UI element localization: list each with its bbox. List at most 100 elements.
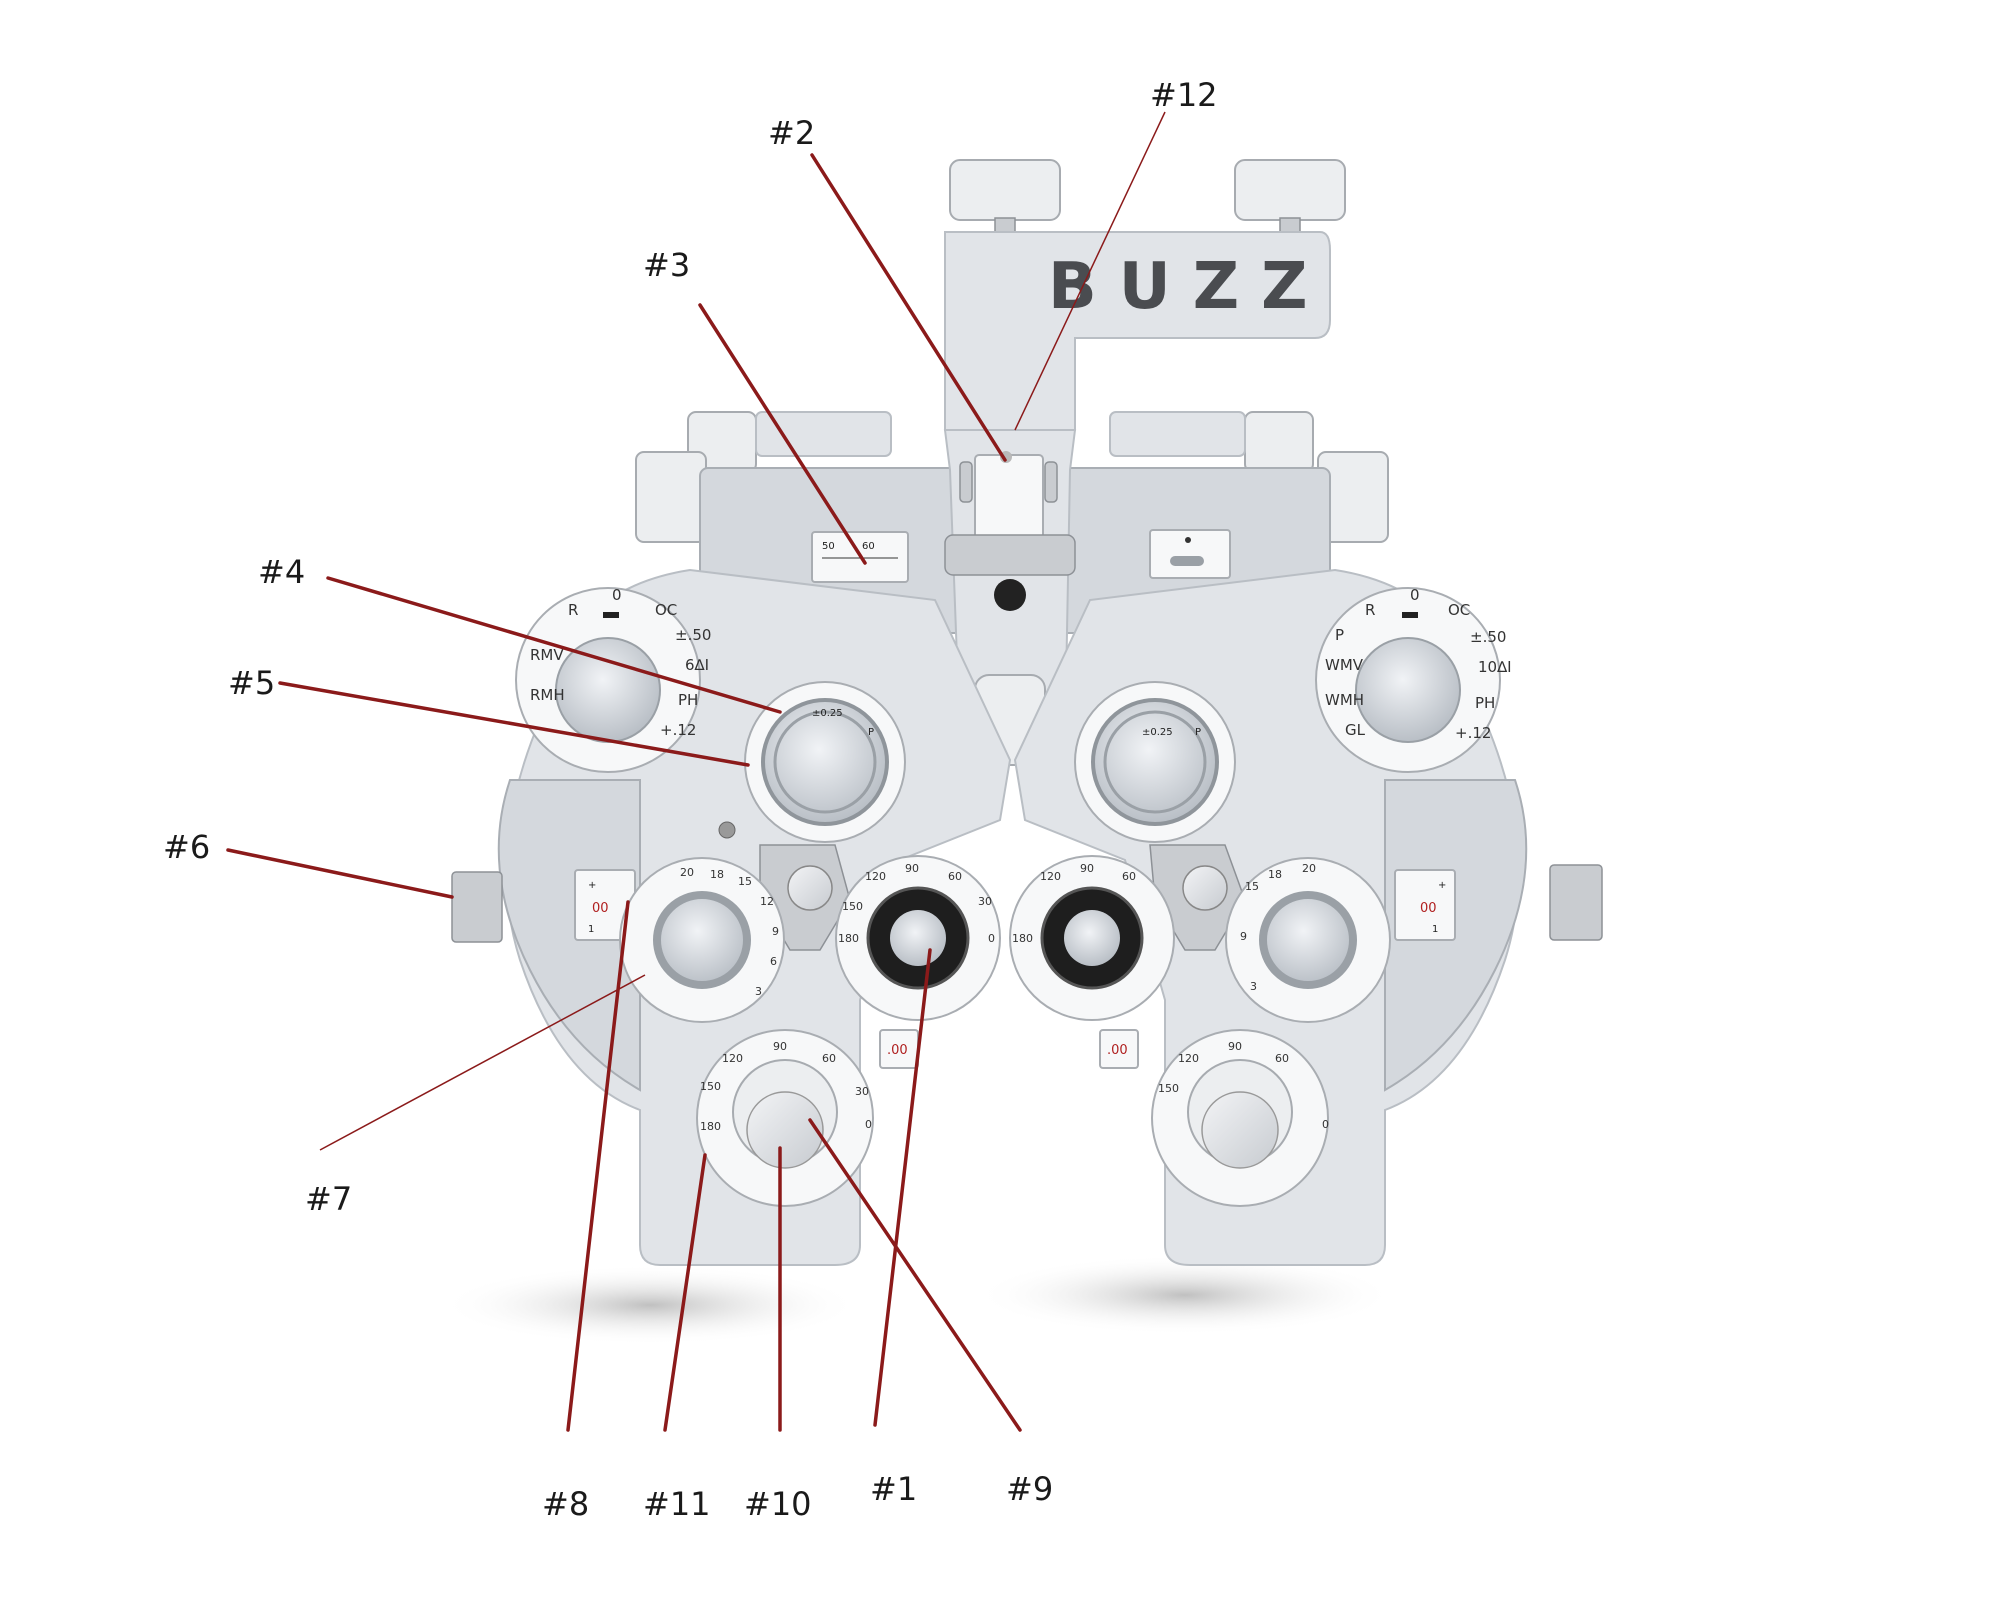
right-side-value: 00 — [1420, 901, 1437, 916]
right-axis-dial[interactable]: 90 60 120 180 — [1009, 855, 1175, 1021]
rax-90: 90 — [1080, 862, 1094, 875]
left-aux-oc: OC — [655, 601, 677, 619]
right-aux-r: R — [1365, 601, 1375, 619]
callout-12: #12 — [1150, 76, 1218, 114]
lax-0: 0 — [988, 932, 995, 945]
rcyl-9: 9 — [1240, 930, 1247, 943]
rcyl-20: 20 — [1302, 862, 1316, 875]
callout-7: #7 — [305, 1180, 352, 1218]
lax-180: 180 — [838, 932, 859, 945]
left-aux-12: +.12 — [660, 721, 696, 739]
left-aux-r: R — [568, 601, 578, 619]
left-aux-0: 0 — [612, 586, 622, 604]
lcyl-6: 6 — [770, 955, 777, 968]
lcyl-15: 15 — [738, 875, 752, 888]
lcyl-18: 18 — [710, 868, 724, 881]
callout-1: #1 — [870, 1470, 917, 1508]
right-sphere-window — [1099, 1029, 1139, 1069]
right-sphere-lens-aperture[interactable]: ±0.25 P — [1074, 681, 1236, 843]
left-lens-label: ±0.25 — [812, 708, 843, 719]
left-shadow — [440, 1265, 860, 1345]
top-left-knob[interactable] — [949, 159, 1061, 221]
left-aux-rmv: RMV — [530, 646, 564, 664]
top-right-knob[interactable] — [1234, 159, 1346, 221]
right-aux-50: ±.50 — [1470, 628, 1506, 646]
right-pd-slider[interactable] — [1549, 864, 1603, 941]
left-cc-knob[interactable] — [746, 1091, 824, 1169]
lcc-180: 180 — [700, 1120, 721, 1133]
lcyl-9: 9 — [772, 925, 779, 938]
brand-label: BUZZ — [1048, 250, 1330, 324]
lcc-120: 120 — [722, 1052, 743, 1065]
left-pd-slider[interactable] — [451, 871, 503, 943]
right-aux-oc: OC — [1448, 601, 1470, 619]
callout-6: #6 — [163, 828, 210, 866]
right-aux-wmh: WMH — [1325, 691, 1364, 709]
leader-3 — [698, 303, 867, 565]
pd-left-knob[interactable] — [635, 451, 707, 543]
right-aux-12: +.12 — [1455, 724, 1491, 742]
left-aux-rmh: RMH — [530, 686, 565, 704]
upper-right-knob[interactable] — [1244, 411, 1314, 473]
right-cylinder-dial[interactable]: 20 18 15 9 3 — [1225, 857, 1391, 1023]
rcyl-18: 18 — [1268, 868, 1282, 881]
leader-7 — [319, 974, 646, 1151]
rcyl-3: 3 — [1250, 980, 1257, 993]
leader-11 — [663, 1153, 707, 1432]
right-shadow — [975, 1255, 1395, 1335]
leader-12 — [1014, 111, 1166, 431]
rcc-60: 60 — [1275, 1052, 1289, 1065]
right-aux-0: 0 — [1410, 586, 1420, 604]
center-screw[interactable] — [994, 579, 1026, 611]
left-side-value: 00 — [592, 901, 609, 916]
rax-180: 180 — [1012, 932, 1033, 945]
right-aux-lens-dial[interactable]: R 0 OC ±.50 10∆I PH +.12 GL WMH WMV P — [1315, 586, 1512, 773]
right-plate-knob[interactable] — [1182, 865, 1228, 911]
pd-scale-60: 60 — [862, 541, 875, 552]
right-aux-prism: 10∆I — [1478, 658, 1512, 676]
lcyl-3: 3 — [755, 985, 762, 998]
right-lens-label: ±0.25 — [1142, 727, 1173, 738]
rax-120: 120 — [1040, 870, 1061, 883]
right-side-plus: + — [1438, 880, 1446, 891]
lax-120: 120 — [865, 870, 886, 883]
left-side-plus: + — [588, 880, 596, 891]
left-cylinder-dial[interactable]: 20 18 15 12 9 6 3 — [619, 857, 785, 1023]
callout-4: #4 — [258, 553, 305, 591]
lcc-60: 60 — [822, 1052, 836, 1065]
left-axis-dial[interactable]: 90 60 30 0 120 150 180 — [835, 855, 1001, 1021]
right-cc-knob[interactable] — [1201, 1091, 1279, 1169]
rcc-120: 120 — [1178, 1052, 1199, 1065]
left-cross-cylinder-dial[interactable]: 90 60 30 0 120 150 180 — [696, 1029, 874, 1207]
leader-lines — [226, 111, 1166, 1432]
left-sphere-lens-aperture[interactable]: ±0.25 P — [744, 681, 906, 843]
right-aux-ph: PH — [1475, 694, 1495, 712]
level-bubble — [1170, 556, 1204, 566]
rax-60: 60 — [1122, 870, 1136, 883]
callout-5: #5 — [228, 664, 275, 702]
callout-2: #2 — [768, 114, 815, 152]
right-aux-gl: GL — [1345, 721, 1366, 739]
rcyl-15: 15 — [1245, 880, 1259, 893]
lax-60: 60 — [948, 870, 962, 883]
left-aux-lens-dial[interactable]: R 0 OC ±.50 6∆I PH +.12 RMH RMV — [515, 586, 711, 773]
right-side-one: 1 — [1432, 924, 1438, 935]
callout-10: #10 — [744, 1485, 812, 1523]
right-cross-cylinder-dial[interactable]: 90 60 120 150 0 — [1151, 1029, 1329, 1207]
left-plate-knob[interactable] — [787, 865, 833, 911]
lcyl-12: 12 — [760, 895, 774, 908]
leader-6 — [226, 848, 454, 899]
lcc-0: 0 — [865, 1118, 872, 1131]
leader-8 — [566, 900, 630, 1432]
callout-labels: #1 #2 #3 #4 #5 #6 #7 #8 #9 #10 #11 #12 — [163, 76, 1218, 1523]
leader-5 — [278, 681, 750, 767]
lcc-90: 90 — [773, 1040, 787, 1053]
left-sphere-reading: .00 — [887, 1043, 908, 1058]
left-side-one: 1 — [588, 924, 594, 935]
rcc-0: 0 — [1322, 1118, 1329, 1131]
right-housing: + 00 1 R 0 OC ±.50 10∆I PH +.12 GL WMH W… — [1009, 568, 1603, 1266]
level-window — [1149, 529, 1231, 579]
right-aux-wmv: WMV — [1325, 656, 1364, 674]
